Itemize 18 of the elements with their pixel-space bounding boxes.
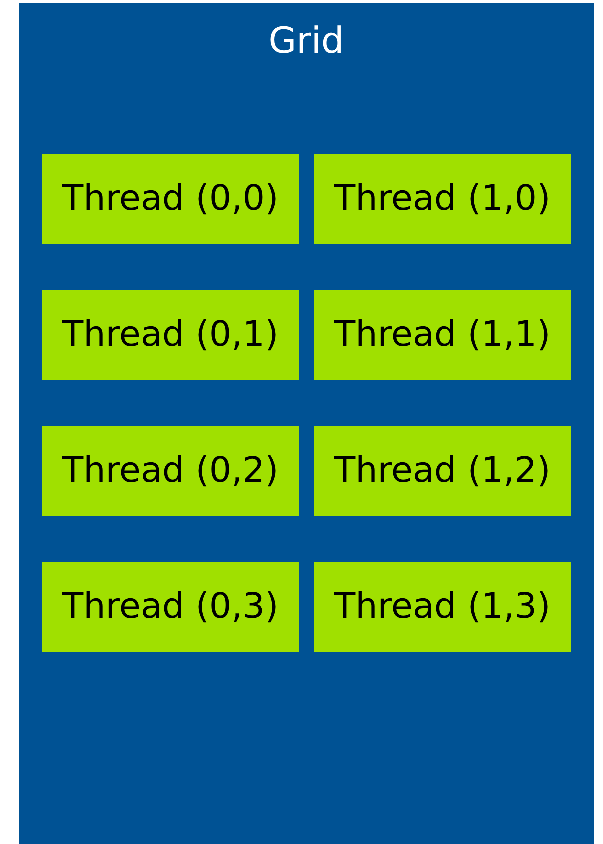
thread-box: [42, 562, 299, 652]
thread-label: Thread (1,2): [334, 451, 551, 491]
thread-label: Thread (0,0): [62, 179, 279, 219]
panel-title: Grid: [268, 21, 346, 62]
thread-box: [314, 154, 571, 244]
thread-label: Thread (1,0): [334, 179, 551, 219]
thread-box: [42, 154, 299, 244]
thread-box: [314, 426, 571, 516]
thread-label: Thread (1,3): [334, 587, 551, 627]
thread-label: Thread (0,2): [62, 451, 279, 491]
thread-box: [314, 562, 571, 652]
thread-box: [314, 290, 571, 380]
thread-label: Thread (0,1): [62, 315, 279, 355]
grid-panel: [19, 3, 594, 844]
thread-box: [42, 290, 299, 380]
thread-label: Thread (0,3): [62, 587, 279, 627]
thread-box: [42, 426, 299, 516]
thread-label: Thread (1,1): [334, 315, 551, 355]
